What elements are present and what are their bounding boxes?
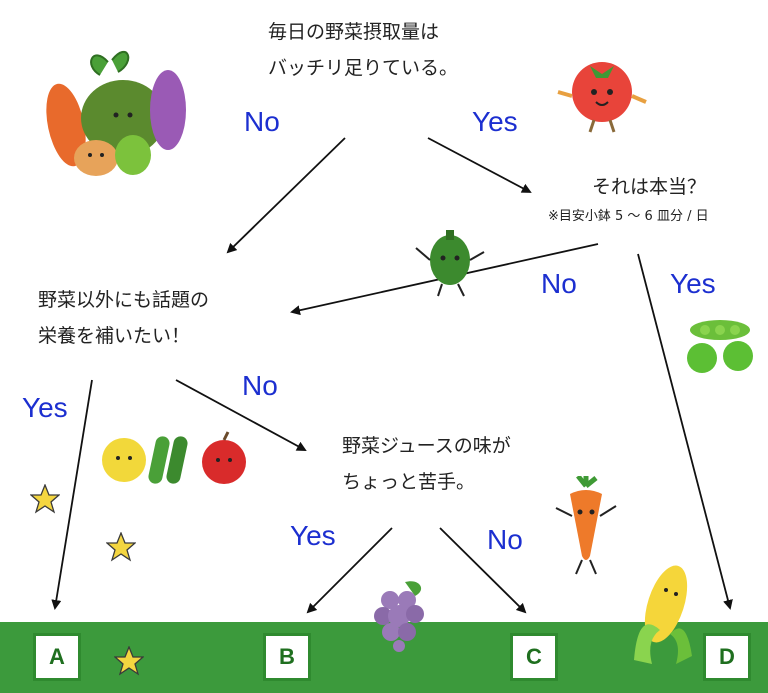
arrow-q1-no [226,137,346,254]
corn-icon [634,565,692,664]
answer-q2-yes: Yes [670,268,716,299]
answer-q3-no: No [242,370,278,401]
question-1-line1: 毎日の野菜摂取量は [268,21,440,43]
star-icon [114,646,144,676]
question-1-line2: バッチリ足りている。 [268,57,459,80]
answer-q3-yes: Yes [22,392,68,423]
answer-q2-no: No [541,268,577,299]
carrot-icon [555,476,617,575]
fruits-icon [102,431,246,484]
question-2-note: ※目安小鉢 5 ～ 6 皿分 / 日 [548,208,709,224]
question-4-line1: 野菜ジュースの味が [342,435,511,457]
arrow-q3-no [175,379,307,451]
question-4-line2: ちょっと苦手。 [342,471,476,494]
question-1: 毎日の野菜摂取量は バッチリ足りている。 [268,14,458,86]
question-3: 野菜以外にも話題の 栄養を補いたい！ [38,282,209,354]
pepper-icon [415,230,485,297]
tomato-icon [557,62,647,133]
question-4: 野菜ジュースの味が ちょっと苦手。 [342,428,511,500]
peas-icon [687,320,753,373]
answer-q1-no: No [244,106,280,137]
answer-q4-no: No [487,524,523,555]
grape-icon [374,581,424,652]
question-2-line1: それは本当？ [592,176,707,198]
arrow-q1-yes [427,137,532,193]
result-d: D [703,633,751,681]
answer-q4-yes: Yes [290,520,336,551]
arrow-q3-yes [51,379,93,610]
arrow-q2-yes [637,253,733,610]
result-c: C [510,633,558,681]
result-b: B [263,633,311,681]
vegetable-group-icon [46,51,186,176]
question-3-line2: 栄養を補いたい！ [38,325,191,348]
question-3-line1: 野菜以外にも話題の [38,289,210,311]
result-a: A [33,633,81,681]
star-icon [30,484,60,514]
question-2: それは本当？ ※目安小鉢 5 ～ 6 皿分 / 日 [548,174,709,224]
answer-q1-yes: Yes [472,106,518,137]
arrow-q4-yes [306,527,393,614]
star-icon [106,532,136,562]
arrow-q4-no [439,527,527,614]
